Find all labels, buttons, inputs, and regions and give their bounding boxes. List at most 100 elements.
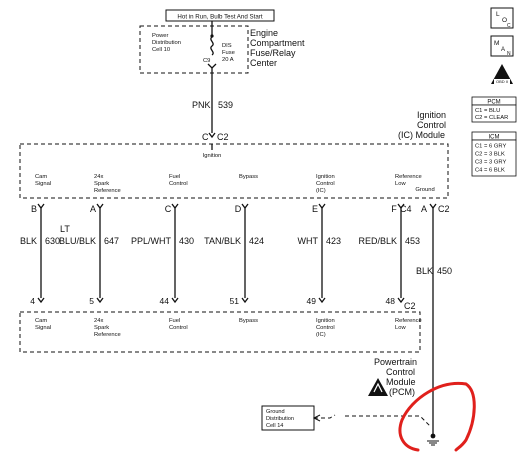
feed-wire-color: PNK — [192, 100, 211, 110]
red-circle-annotation — [398, 381, 476, 452]
wire-color: PPL/WHT — [131, 236, 172, 246]
pcm-signal-label: Reference — [395, 318, 422, 324]
icm-legend-row2: C2 = 3 BLK — [475, 152, 505, 158]
feed-wire-circuit: 539 — [218, 100, 233, 110]
fuse-icon — [210, 36, 214, 56]
pcm-legend-title: PCM — [487, 100, 500, 106]
ground-dist-dashed — [345, 415, 431, 427]
main-n: N — [507, 51, 511, 57]
fuse-connector: C9 — [203, 58, 210, 64]
loc-c: C — [507, 23, 511, 29]
pdc-line1: Power — [152, 33, 169, 39]
ground-dist-line1: Ground — [266, 409, 285, 415]
fuse-word: Fuse — [222, 50, 235, 56]
wire-circuit: 630 — [45, 236, 60, 246]
icm-pin-letter: B — [31, 204, 37, 214]
pcm-title3: Module — [386, 377, 416, 387]
icm-legend-row1: C1 = 6 GRY — [475, 144, 506, 150]
icm-legend-title: ICM — [489, 135, 500, 141]
icm-feed-pin: C — [202, 132, 209, 142]
icm-pin-letter: A — [90, 204, 96, 214]
pdc-line3: Cell 10 — [152, 47, 170, 53]
pcm-pin-number: 4 — [30, 296, 35, 306]
pcm-signal-label: Cam — [35, 318, 47, 324]
icm-legend-body — [471, 139, 517, 177]
main-a: A — [501, 47, 505, 53]
icm-pin-letter: F — [391, 204, 397, 214]
pcm-title4: (PCM) — [389, 387, 415, 397]
pcm-legend-body — [471, 104, 517, 123]
icm-signal-label: (IC) — [316, 188, 326, 194]
wire-color: TAN/BLK — [204, 236, 241, 246]
ground-chevron — [429, 203, 437, 210]
wire-color: RED/BLK — [358, 236, 397, 246]
main-m: M — [494, 40, 499, 47]
pcm-pin-number: 49 — [307, 296, 317, 306]
icm-c4-label: C4 — [400, 204, 412, 214]
icm-signal-label: Spark — [94, 181, 109, 187]
ground-wire-color: BLK — [416, 266, 433, 276]
icm-ground-label: Ground — [415, 187, 434, 193]
pcm-title2: Control — [386, 367, 415, 377]
wire-circuit: 424 — [249, 236, 264, 246]
pcm-signal-label: Signal — [35, 325, 51, 331]
icm-title3: (IC) Module — [398, 130, 445, 140]
splice-dot — [210, 34, 214, 38]
fuse-center-title1: Engine — [250, 28, 278, 38]
pcm-pin-chevron — [241, 297, 249, 304]
icm-signal-label: Fuel — [169, 174, 180, 180]
wire-color: BLK — [20, 236, 37, 246]
wire-circuit: 423 — [326, 236, 341, 246]
pcm-title1: Powertrain — [374, 357, 417, 367]
ground-dist-arrow — [312, 414, 321, 422]
pcm-pin-chevron — [318, 297, 326, 304]
wire-circuit: 430 — [179, 236, 194, 246]
icm-signal-label: Bypass — [239, 174, 258, 180]
icm-signal-label: Control — [316, 181, 335, 187]
pcm-legend-row2: C2 = CLEAR — [475, 115, 508, 121]
wire-color: WHT — [298, 236, 319, 246]
icm-signal-label: Reference — [395, 174, 422, 180]
hot-label-box — [165, 9, 275, 22]
pcm-signal-label: Reference — [94, 332, 121, 338]
wire-circuit: 647 — [104, 236, 119, 246]
icm-feed-conn: C2 — [217, 132, 229, 142]
loc-l: L — [496, 11, 500, 18]
wire-circuit: 453 — [405, 236, 420, 246]
pcm-pin-number: 51 — [230, 296, 240, 306]
icm-pin-letter: D — [235, 204, 242, 214]
wire-color-prefix: LT — [60, 224, 70, 234]
icm-pin-letter: E — [312, 204, 318, 214]
icm-signal-label: Ignition — [316, 174, 335, 180]
fuse-center-title3: Fuse/Relay — [250, 48, 296, 58]
icm-pin-letter: C — [165, 204, 172, 214]
icm-ground-conn: C2 — [438, 204, 450, 214]
icm-title1: Ignition — [417, 110, 446, 120]
icm-box — [19, 143, 449, 199]
icm-signal-label: Low — [395, 181, 406, 187]
pcm-pin-chevron — [397, 297, 405, 304]
pcm-signal-label: Fuel — [169, 318, 180, 324]
icm-signal-label: Cam — [35, 174, 47, 180]
loc-icon — [490, 7, 514, 29]
pcm-pin-number: 5 — [89, 296, 94, 306]
fuse-rating: 20 A — [222, 57, 234, 63]
pcm-signal-label: Ignition — [316, 318, 335, 324]
pcm-signal-label: Control — [316, 325, 335, 331]
hot-label: Hot in Run, Bulb Test And Start — [177, 14, 262, 21]
ground-dist-line3: Cell 14 — [266, 423, 283, 429]
pcm-signal-label: (IC) — [316, 332, 326, 338]
pcm-signal-label: Bypass — [239, 318, 258, 324]
icm-pin-chevron — [241, 203, 249, 210]
pcm-pin-chevron — [171, 297, 179, 304]
ground-dist-line2: Distribution — [266, 416, 294, 422]
pcm-pin-number: 44 — [160, 296, 170, 306]
icm-ignition-label: Ignition — [203, 153, 222, 159]
pcm-box — [19, 311, 421, 353]
icm-title2: Control — [417, 120, 446, 130]
ground-dist-link — [314, 414, 336, 419]
pcm-pin-chevron — [96, 297, 104, 304]
pcm-legend-row1: C1 = BLU — [475, 108, 500, 114]
